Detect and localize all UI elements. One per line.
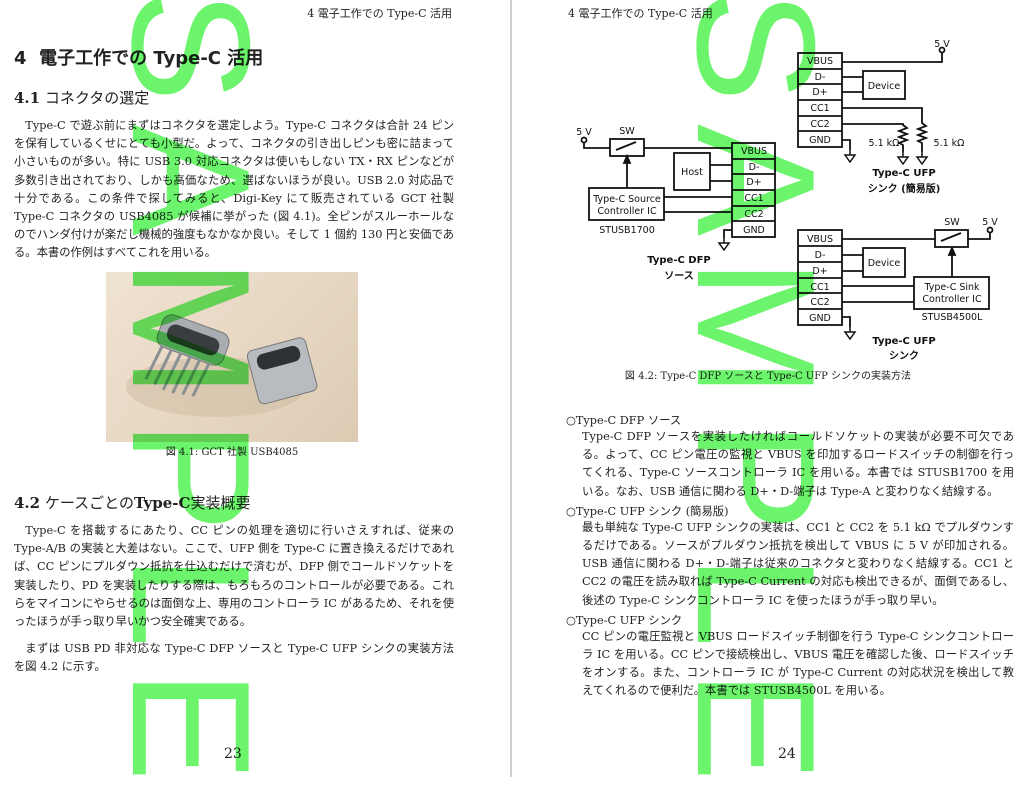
watermark-text: SAMPLE [662, 0, 850, 804]
list-item-dfp-source: ○Type-C DFP ソース Type-C DFP ソースを実装したければコー… [566, 412, 1014, 501]
pin-cc1: CC1 [810, 103, 829, 114]
section-title-part: ケースごとの [44, 494, 134, 512]
pin-cc2: CC2 [810, 119, 829, 130]
running-header: 4 電子工作での Type-C 活用 [307, 7, 452, 20]
dfp-label-2: ソース [664, 270, 694, 282]
list-item-ufp-sink-simple: ○Type-C UFP シンク (簡易版) 最も単純な Type-C UFP シ… [566, 503, 1014, 610]
connector-ufp-simple [797, 52, 843, 148]
paragraph-figure-reference: まずは USB PD 非対応な Type-C DFP ソースと Type-C U… [14, 642, 454, 674]
device-label: Device [868, 81, 901, 92]
pin-cc1: CC1 [744, 193, 763, 204]
pin-vbus: VBUS [741, 146, 767, 157]
5v-label: 5 V [982, 217, 998, 228]
sw-label: SW [944, 217, 960, 228]
section-heading-4-1: 4.1 コネクタの選定 [14, 87, 149, 108]
pin-vbus: VBUS [807, 234, 833, 245]
chapter-number: 4 [14, 48, 27, 69]
paragraph-connector-selection: Type-C で遊ぶ前にまずはコネクタを選定しよう。Type-C コネクタは合計… [14, 119, 454, 260]
source-ic-label-1: Type-C Source [592, 194, 661, 205]
sink-ic-label-2: Controller IC [922, 294, 982, 305]
typec-circuit-diagram: VBUS D- D+ CC1 CC2 GND VBUS D- D+ CC1 CC… [576, 39, 998, 362]
pin-gnd: GND [809, 313, 831, 324]
host-label: Host [681, 167, 703, 178]
sw-box-sink [934, 229, 969, 248]
connector-right [246, 337, 318, 405]
section-number: 4.2 [14, 494, 41, 512]
connector-ufp-sink [797, 229, 843, 326]
pin-dplus: D+ [746, 177, 761, 188]
dfp-label-1: Type-C DFP [647, 255, 711, 266]
ufp-label-1: Type-C UFP [872, 336, 935, 347]
device-box-2 [862, 247, 906, 278]
usb4085-photo-illustration [126, 314, 318, 417]
sw-label: SW [619, 126, 635, 137]
paragraph-implementation-overview: Type-C を搭載するにあたり、CC ピンの処理を適切に行いさえすれば、従来の… [14, 524, 454, 629]
right-page: 4 電子工作での Type-C 活用 [512, 0, 1024, 777]
connector-photo [106, 272, 358, 442]
implementation-list: ○Type-C DFP ソース Type-C DFP ソースを実装したければコー… [566, 412, 1014, 701]
device-label: Device [868, 258, 901, 269]
sink-part-label: STUSB4500L [922, 312, 984, 323]
section-title: コネクタの選定 [44, 89, 150, 107]
running-header: 4 電子工作での Type-C 活用 [568, 7, 713, 20]
section-title-part: 実装概要 [190, 494, 251, 512]
chapter-title: 4 電子工作での Type-C 活用 [14, 44, 263, 70]
pin-cc2: CC2 [810, 297, 829, 308]
item-body: Type-C DFP ソースを実装したければコールドソケットの実装が必要不可欠で… [582, 430, 1014, 498]
section-number: 4.1 [14, 89, 41, 107]
resistor-label-cc2: 5.1 kΩ [869, 138, 900, 149]
pin-dminus: D- [749, 162, 760, 173]
pin-cc1: CC1 [810, 282, 829, 293]
item-body: CC ピンの電圧監視と VBUS ロードスイッチ制御を行う Type-C シンク… [582, 629, 1014, 698]
sw-box-source [609, 138, 645, 157]
ufp-simple-label-1: Type-C UFP [872, 168, 935, 179]
resistor-cc2 [842, 123, 910, 152]
item-title: ○Type-C UFP シンク [566, 613, 683, 627]
pin-vbus: VBUS [807, 56, 833, 67]
item-title: ○Type-C DFP ソース [566, 414, 682, 427]
left-page: 4 電子工作での Type-C 活用 4 電子工作での Type-C 活用 4.… [0, 0, 510, 777]
figure-4-2-caption: 図 4.2: Type-C DFP ソースと Type-C UFP シンクの実装… [624, 371, 912, 382]
resistor-cc1 [842, 107, 929, 152]
item-body: 最も単純な Type-C UFP シンクの実装は、CC1 と CC2 を 5.1… [582, 520, 1014, 607]
section-title-part: Type-C [134, 494, 191, 512]
device-box-1 [862, 70, 906, 100]
pin-dplus: D+ [812, 87, 827, 98]
connector-left [144, 314, 230, 397]
chapter-title-text: 電子工作での Type-C 活用 [39, 48, 264, 69]
page-number: 24 [778, 746, 796, 762]
source-ic-label-2: Controller IC [597, 206, 657, 217]
host-box [673, 152, 711, 191]
section-heading-4-2: 4.2 ケースごとのType-C実装概要 [14, 492, 250, 513]
pin-cc2: CC2 [744, 209, 763, 220]
figure-4-1-caption: 図 4.1: GCT 社製 USB4085 [165, 447, 299, 458]
5v-label: 5 V [934, 39, 950, 50]
connector-dfp [731, 142, 776, 238]
pin-dplus: D+ [812, 266, 827, 277]
ufp-simple-label-2: シンク (簡易版) [868, 182, 941, 195]
resistor-label-cc1: 5.1 kΩ [934, 138, 965, 149]
page-number: 23 [224, 746, 242, 762]
source-part-label: STUSB1700 [599, 225, 655, 236]
watermark-text: SAMPLE [97, 0, 285, 804]
pin-gnd: GND [743, 225, 765, 236]
pin-dminus: D- [815, 250, 826, 261]
5v-label: 5 V [576, 127, 592, 138]
list-item-ufp-sink: ○Type-C UFP シンク CC ピンの電圧監視と VBUS ロードスイッチ… [566, 612, 1014, 701]
page-divider [510, 0, 512, 777]
ufp-label-2: シンク [889, 350, 919, 362]
pin-gnd: GND [809, 135, 831, 146]
item-title: ○Type-C UFP シンク (簡易版) [566, 504, 729, 518]
sink-ic-label-1: Type-C Sink [923, 282, 980, 293]
pin-dminus: D- [815, 72, 826, 83]
